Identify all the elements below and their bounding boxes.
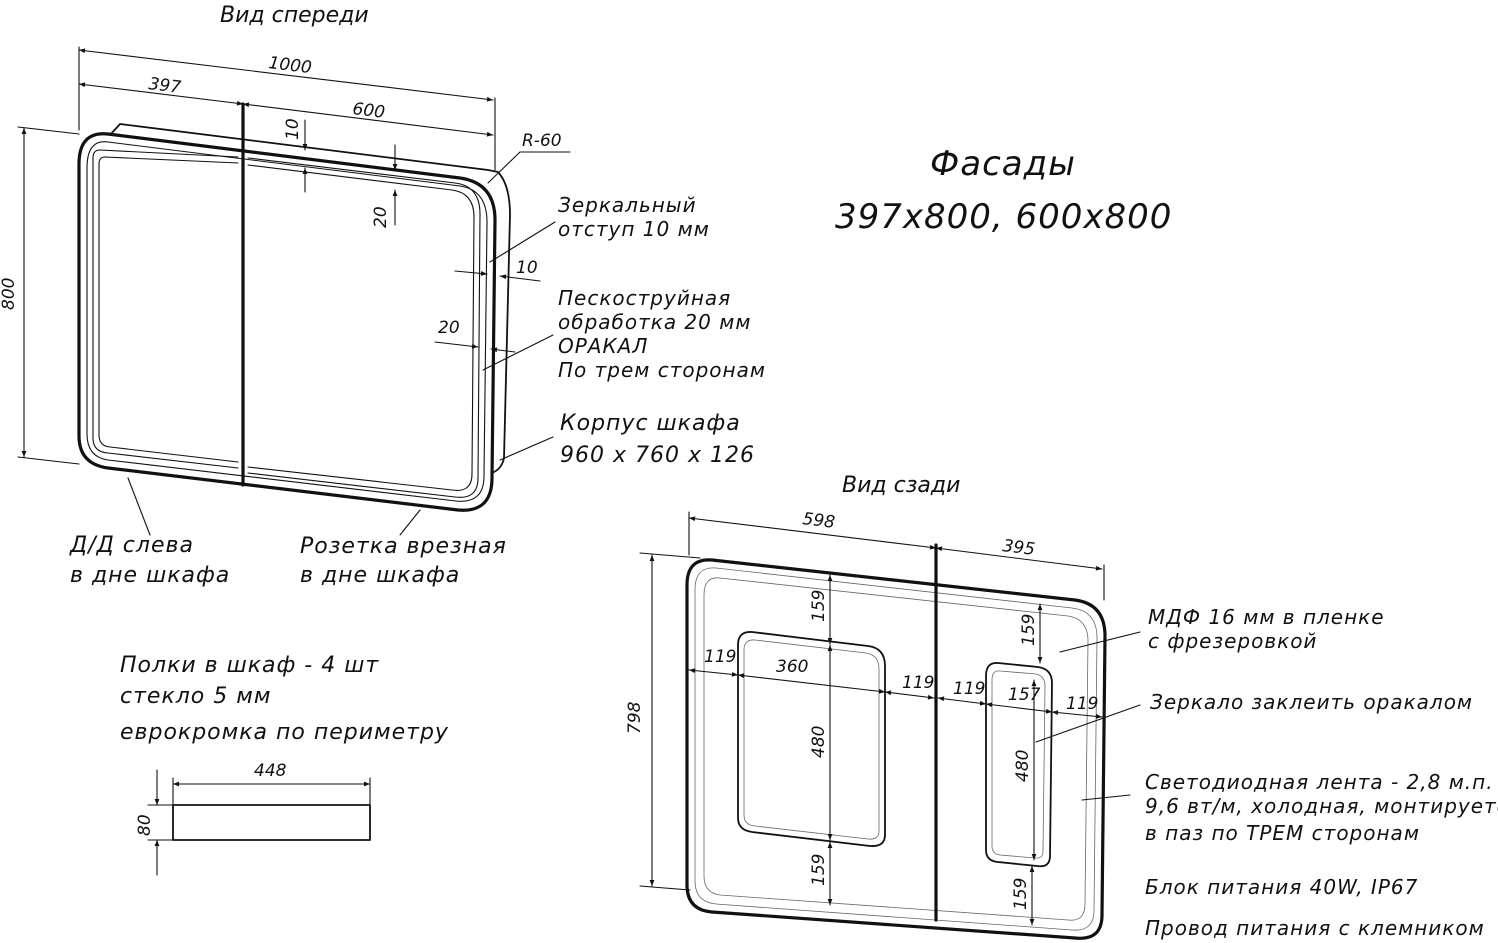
- dim-back-height-label: 798: [625, 701, 645, 734]
- note-led-3: в паз по ТРЕМ сторонам: [1145, 821, 1420, 845]
- note-led-2: 9,6 вт/м, холодная, монтируется: [1145, 794, 1498, 818]
- note-sandblast-4: По трем сторонам: [558, 358, 766, 382]
- note-mirror: Зеркало заклеить оракалом: [1150, 690, 1473, 714]
- back-panel-groove: [694, 567, 1098, 931]
- left-mirror-window: [737, 631, 886, 847]
- dim-back-left-right-margin-label: 119: [902, 673, 934, 693]
- note-sandblast-2: обработка 20 мм: [558, 310, 751, 334]
- note-switch-1: Д/Д слева: [69, 533, 194, 558]
- note-sandblast-3: ОРАКАЛ: [558, 334, 648, 358]
- dim-back-right-window-w-label: 157: [1008, 685, 1041, 705]
- right-door-sandblast: [247, 157, 481, 498]
- dim-shelf-depth-label: 80: [135, 814, 155, 836]
- dim-left-door: [78, 82, 244, 106]
- left-door-sandblast-inner: [98, 156, 239, 463]
- back-panel-groove-inner: [703, 577, 1089, 921]
- dim-back-left-window-h-label: 480: [809, 726, 829, 758]
- dim-back-right-bottom-label: 159: [1011, 878, 1031, 910]
- dim-shelf-length-label: 448: [254, 761, 287, 781]
- shelf-section: [172, 804, 371, 841]
- right-mirror-window: [985, 662, 1053, 868]
- note-power: Блок питания 40W, IP67: [1145, 875, 1418, 899]
- dim-back-left-width-label: 598: [801, 509, 836, 533]
- note-socket-1: Розетка врезная: [300, 534, 507, 559]
- note-body-1: Корпус шкафа: [560, 411, 741, 436]
- note-mdf-2: с фрезеровкой: [1148, 629, 1317, 653]
- dim-left-door-label: 397: [147, 74, 182, 98]
- front-view: Вид спереди 1000 397 600 800 10: [0, 3, 766, 588]
- dim-height-label: 800: [0, 278, 19, 310]
- back-panel-outline: [685, 558, 1107, 940]
- cabinet-body-depth: [109, 123, 511, 473]
- note-sandblast-1: Пескоструйная: [558, 286, 731, 310]
- dim-back-left-top-label: 159: [809, 590, 829, 622]
- door-outer-outline: [77, 132, 497, 512]
- dim-back-right-width: [935, 546, 1103, 571]
- note-mirror-offset-1: Зеркальный: [558, 193, 697, 217]
- facades-title: Фасады: [930, 144, 1076, 184]
- dim-back-left-margin-label: 119: [704, 647, 736, 667]
- note-socket-2: в дне шкафа: [300, 563, 460, 588]
- dim-side-offset-label: 10: [516, 258, 538, 278]
- dim-back-left-width: [688, 516, 937, 550]
- dim-back-left-window-w-label: 360: [776, 657, 808, 677]
- dim-back-right-width-label: 395: [1001, 536, 1036, 560]
- note-body-2: 960 x 760 x 126: [560, 443, 755, 468]
- dim-radius-label: R-60: [522, 131, 562, 151]
- dim-right-door-label: 600: [351, 99, 386, 123]
- dim-overall-width: [78, 48, 494, 102]
- dim-top-offset-label: 10: [283, 118, 303, 140]
- back-view-title: Вид сзади: [842, 473, 960, 498]
- dim-back-right-window-h-label: 480: [1013, 750, 1033, 782]
- door-inner-edge: [86, 141, 488, 502]
- note-mdf-1: МДФ 16 мм в пленке: [1148, 605, 1385, 629]
- back-view: Вид сзади 598 395 798 159 480 159: [625, 473, 1498, 940]
- dim-overall-width-label: 1000: [267, 53, 312, 78]
- dim-sandblast-label: 20: [438, 318, 460, 338]
- shelves-block: Полки в шкаф - 4 шт стекло 5 мм еврокром…: [120, 653, 449, 876]
- dim-back-right-right-margin-label: 119: [1066, 694, 1098, 714]
- dim-back-left-bottom-label: 159: [809, 854, 829, 886]
- dim-inner-offset-label: 20: [371, 206, 391, 228]
- shelves-line-3: еврокромка по периметру: [120, 720, 449, 745]
- dim-back-right-top-label: 159: [1019, 614, 1039, 646]
- facades-sizes: 397x800, 600x800: [835, 197, 1172, 237]
- dim-right-door: [242, 102, 494, 137]
- shelves-line-1: Полки в шкаф - 4 шт: [120, 653, 379, 678]
- front-view-title: Вид спереди: [220, 3, 369, 28]
- note-led-1: Светодиодная лента - 2,8 м.п.: [1145, 770, 1494, 794]
- note-switch-2: в дне шкафа: [70, 563, 230, 588]
- note-mirror-offset-2: отступ 10 мм: [558, 217, 710, 241]
- shelves-line-2: стекло 5 мм: [120, 684, 271, 709]
- note-wire: Провод питания с клемником: [1145, 916, 1485, 940]
- facades-block: Фасады 397x800, 600x800: [835, 144, 1172, 237]
- left-mirror-window-inner: [743, 639, 880, 840]
- left-door-sandblast: [92, 149, 239, 469]
- dim-back-right-left-margin-label: 119: [953, 679, 985, 699]
